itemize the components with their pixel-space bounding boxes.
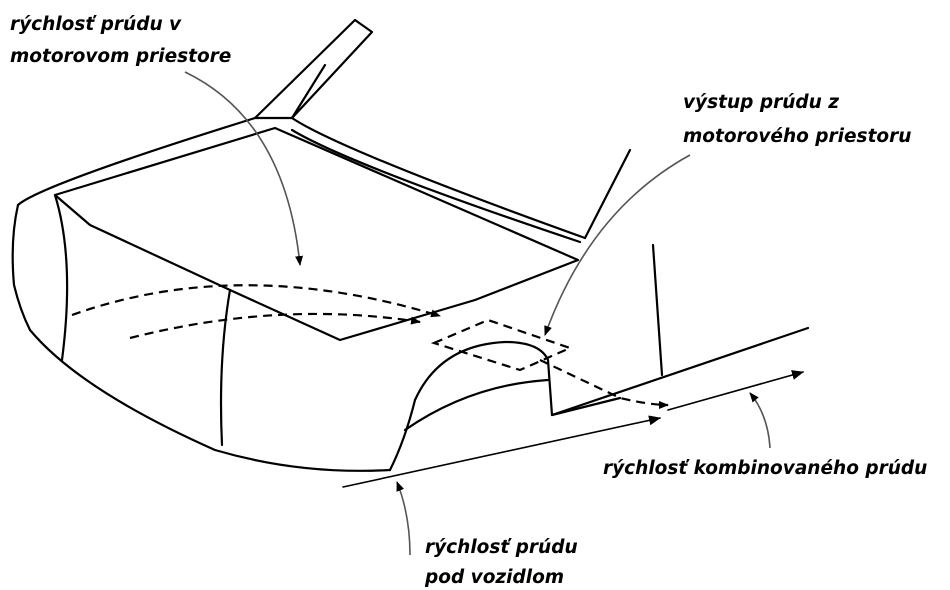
leader-engine-flow xyxy=(185,72,300,265)
engine-flow-line-lower xyxy=(130,314,420,338)
side-pillar xyxy=(585,150,630,238)
front-corner-right xyxy=(221,290,230,445)
label-engine-exit: výstup prúdu z motorového priestoru xyxy=(683,92,911,147)
wheel-arch xyxy=(390,342,620,470)
label-combined-flow-line1: rýchlosť kombinovaného prúdu xyxy=(603,458,927,479)
leader-combined-flow xyxy=(750,393,770,448)
label-engine-exit-line2: motorového priestoru xyxy=(683,126,911,147)
label-underbody-flow-line2: pod vozidlom xyxy=(424,567,564,588)
label-engine-flow: rýchlosť prúdu v motorovom priestore xyxy=(10,14,231,67)
label-underbody-flow-line1: rýchlosť prúdu xyxy=(425,537,578,558)
door-edge xyxy=(653,245,662,375)
label-underbody-flow: rýchlosť prúdu pod vozidlom xyxy=(424,537,578,588)
rocker-panel xyxy=(552,328,808,415)
hood xyxy=(55,128,578,340)
a-pillar-left xyxy=(255,20,372,118)
engine-flow-streamlines xyxy=(72,285,668,405)
underbody-edge xyxy=(405,380,548,430)
combined-flow-arrow xyxy=(668,372,803,410)
car-body xyxy=(13,20,808,471)
a-pillar-right xyxy=(292,65,325,118)
label-engine-flow-line2: motorovom priestore xyxy=(10,46,231,67)
front-corner-left xyxy=(55,195,67,360)
leader-engine-exit xyxy=(545,155,690,335)
label-combined-flow: rýchlosť kombinovaného prúdu xyxy=(603,458,927,479)
label-engine-flow-line1: rýchlosť prúdu v xyxy=(10,14,182,35)
label-engine-exit-line1: výstup prúdu z xyxy=(683,92,839,113)
leader-underbody-flow xyxy=(397,482,410,555)
engine-exit-outline xyxy=(434,320,570,370)
cowl-inner xyxy=(292,130,580,242)
